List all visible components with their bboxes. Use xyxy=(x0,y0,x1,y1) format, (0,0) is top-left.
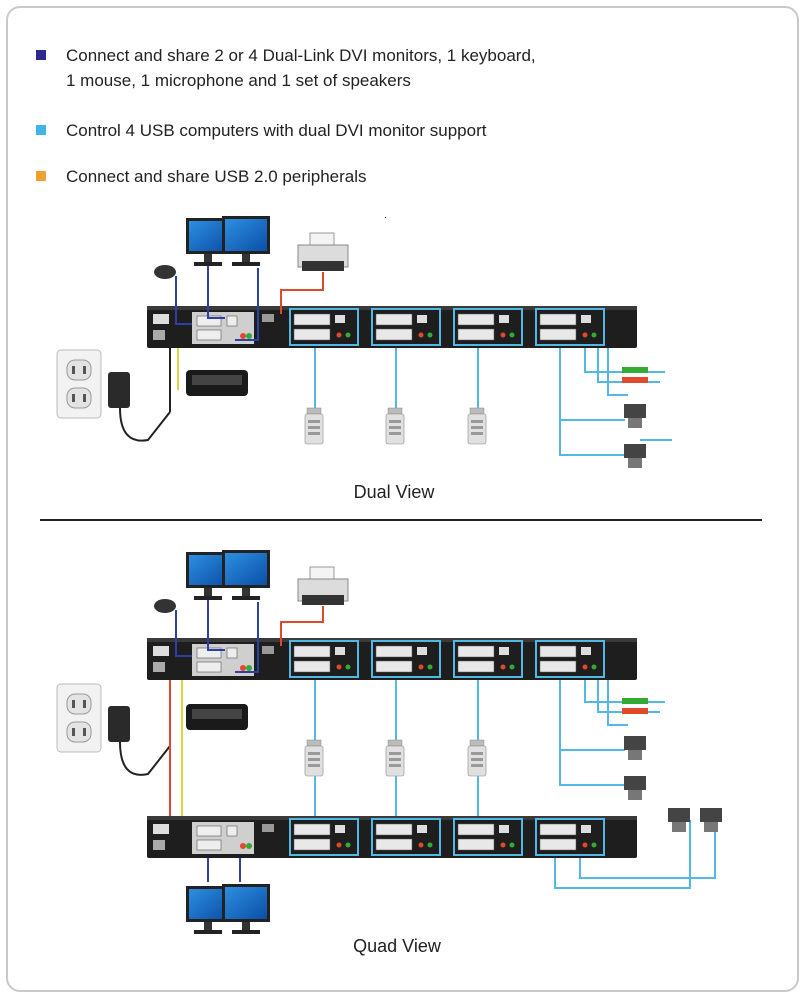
audio-plug-icon xyxy=(622,698,648,714)
monitor-icon xyxy=(186,216,270,266)
monitor-icon xyxy=(186,550,270,600)
dvi-connector-icon xyxy=(624,736,646,760)
usb-drive-icon xyxy=(385,739,405,777)
feature-text: Connect and share 2 or 4 Dual-Link DVI m… xyxy=(66,46,536,90)
quad-view-caption: Quad View xyxy=(353,936,442,956)
quad-view-diagram xyxy=(56,550,722,934)
power-outlet-icon xyxy=(56,349,102,419)
usb-drive-icon xyxy=(385,407,405,445)
light-blue-bullet-icon xyxy=(36,125,46,135)
feature-item-1: Connect and share 2 or 4 Dual-Link DVI m… xyxy=(36,43,536,93)
kvm-switch-icon xyxy=(146,305,638,349)
keyboard-icon xyxy=(186,704,248,730)
usb-drive-icon xyxy=(467,739,487,777)
dvi-connector-icon xyxy=(700,808,722,832)
feature-item-2: Control 4 USB computers with dual DVI mo… xyxy=(36,118,486,143)
dvi-connector-icon xyxy=(624,444,646,468)
power-adapter-icon xyxy=(108,345,171,442)
kvm-switch-icon xyxy=(146,815,638,859)
mouse-icon xyxy=(154,265,176,279)
dvi-connector-icon xyxy=(668,808,690,832)
kvm-switch-icon xyxy=(146,637,638,681)
monitor-icon xyxy=(186,884,270,934)
feature-item-3: Connect and share USB 2.0 peripherals xyxy=(36,164,367,189)
printer-icon xyxy=(297,566,349,606)
orange-bullet-icon xyxy=(36,171,46,181)
feature-text: Connect and share USB 2.0 peripherals xyxy=(66,167,367,186)
printer-icon xyxy=(297,232,349,272)
dvi-connector-icon xyxy=(624,776,646,800)
dark-blue-bullet-icon xyxy=(36,50,46,60)
mouse-icon xyxy=(154,599,176,613)
feature-text: Control 4 USB computers with dual DVI mo… xyxy=(66,121,487,140)
keyboard-icon xyxy=(186,370,248,396)
dual-view-diagram: . xyxy=(56,210,672,468)
usb-drive-icon xyxy=(304,407,324,445)
audio-plug-icon xyxy=(622,367,648,383)
dvi-connector-icon xyxy=(624,404,646,428)
usb-drive-icon xyxy=(304,739,324,777)
power-outlet-icon xyxy=(56,683,102,753)
power-adapter-icon xyxy=(108,706,171,776)
usb-drive-icon xyxy=(467,407,487,445)
dual-view-caption: Dual View xyxy=(354,482,436,502)
svg-text:.: . xyxy=(384,210,387,221)
